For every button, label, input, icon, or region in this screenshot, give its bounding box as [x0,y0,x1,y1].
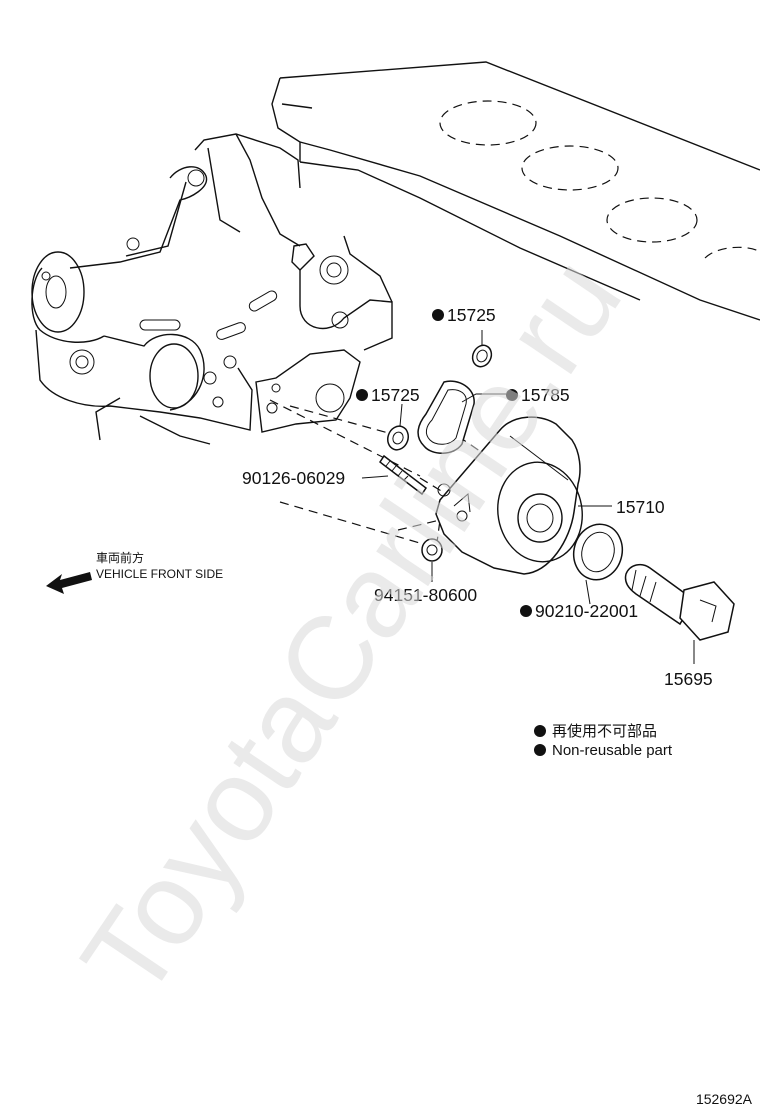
oil-pump-housing-drawing [31,133,393,445]
union-bolt-15695[interactable] [624,563,735,641]
label-15785: 15785 [521,385,570,405]
label-94151-80600: 94151-80600 [374,585,477,605]
oil-cooler-15710[interactable] [435,416,590,575]
label-90210-22001: 90210-22001 [535,601,638,621]
vehicle-front-indicator: 車両前方 VEHICLE FRONT SIDE [46,550,223,594]
label-15695: 15695 [664,669,713,689]
label-15710: 15710 [616,497,665,517]
label-90126-06029: 90126-06029 [242,468,345,488]
watermark-text: ToyotaCarline.ru [57,235,647,1021]
non-reusable-dot [356,389,368,401]
label-15725-mid: 15725 [371,385,420,405]
o-ring-15725-mid[interactable] [384,423,411,452]
legend-dot [534,725,546,737]
non-reusable-dot [432,309,444,321]
gasket-90210-22001[interactable] [568,519,629,586]
legend-dot [534,744,546,756]
leader-lines [361,330,695,664]
non-reusable-dot [506,389,518,401]
direction-label-jp: 車両前方 [96,550,144,565]
o-ring-15725-top[interactable] [469,342,495,370]
label-15725-top: 15725 [447,305,496,325]
part-labels: 15725 15725 15785 90126-06029 15710 9415… [242,305,713,689]
nut-94151-80600[interactable] [421,538,443,562]
gasket-15785[interactable] [417,380,475,454]
left-arrow-icon [46,572,92,594]
legend-label-en: Non-reusable part [552,742,673,759]
non-reusable-dot [520,605,532,617]
direction-label-en: VEHICLE FRONT SIDE [96,567,223,581]
legend-label-jp: 再使用不可部品 [552,723,657,740]
legend: 再使用不可部品 Non-reusable part [534,723,673,759]
figure-code: 152692A [696,1091,753,1107]
stud-90126-06029[interactable] [378,454,428,496]
engine-block-drawing [271,61,760,321]
